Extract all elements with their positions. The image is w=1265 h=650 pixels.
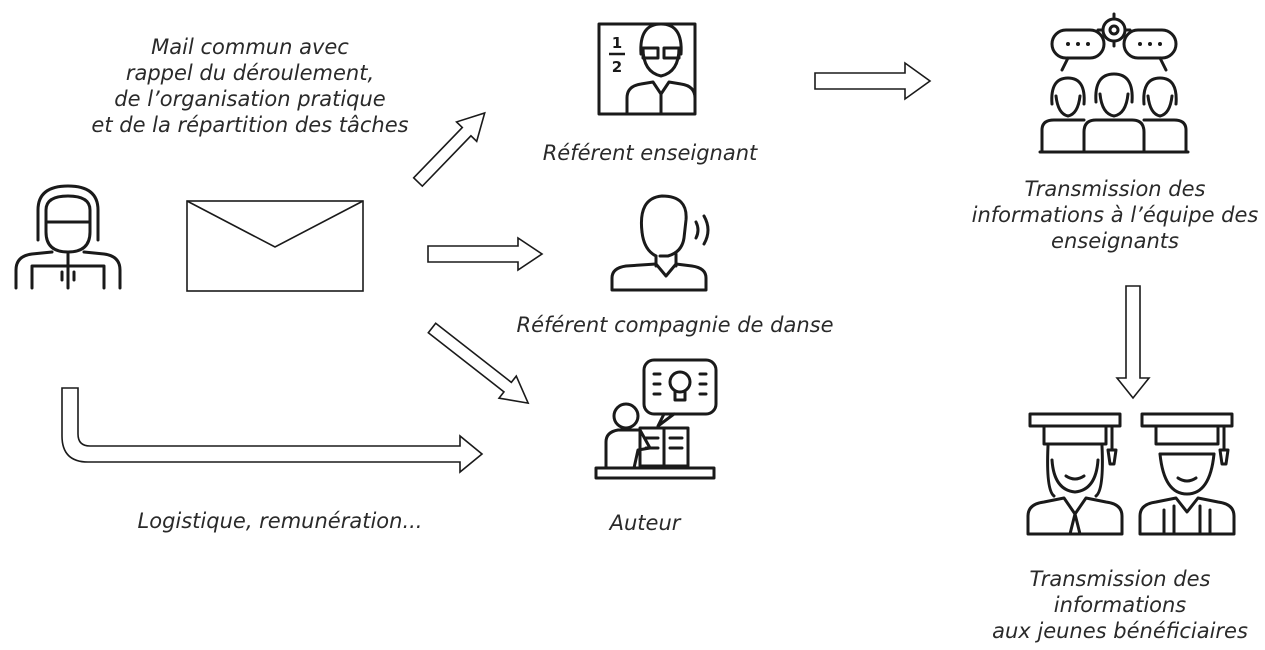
- transmission-jeunes-line-2: informations: [1053, 593, 1187, 617]
- label-referent-enseignant: Référent enseignant: [542, 141, 758, 165]
- label-transmission-equipe: Transmission des informations à l’équipe…: [950, 176, 1265, 254]
- person-with-document-icon: [12, 180, 124, 292]
- speaking-person-icon: [608, 192, 720, 292]
- transmission-jeunes-line-3: aux jeunes bénéficiaires: [992, 619, 1248, 643]
- arrow-to-dance-referent: [427, 236, 544, 272]
- mail-note: Mail commun avec rappel du déroulement, …: [80, 34, 420, 138]
- label-referent-compagnie: Référent compagnie de danse: [516, 313, 834, 337]
- transmission-equipe-line-1: Transmission des: [1024, 177, 1206, 201]
- transmission-equipe-line-2: informations à l’équipe des: [971, 203, 1259, 227]
- mail-note-line-2: rappel du déroulement,: [125, 61, 375, 85]
- arrow-to-teacher: [412, 111, 486, 188]
- label-auteur: Auteur: [609, 511, 681, 535]
- arrow-team-to-students: [1115, 285, 1151, 400]
- team-discussion-icon: [1038, 10, 1190, 158]
- mail-note-line-4: et de la répartition des tâches: [91, 113, 409, 137]
- arrow-logistique: [61, 387, 484, 474]
- mail-note-line-1: Mail commun avec: [151, 35, 349, 59]
- fraction-denominator: 2: [612, 58, 622, 76]
- graduates-icon: [1024, 410, 1238, 538]
- label-logistique: Logistique, remunération...: [137, 509, 423, 533]
- mail-note-line-3: de l’organisation pratique: [114, 87, 386, 111]
- author-with-idea-icon: [594, 358, 720, 482]
- envelope-icon: [186, 200, 364, 292]
- arrow-to-author: [427, 322, 530, 405]
- arrow-teacher-to-team: [814, 61, 932, 101]
- label-transmission-jeunes: Transmission des informations aux jeunes…: [960, 566, 1265, 644]
- transmission-jeunes-line-1: Transmission des: [1029, 567, 1211, 591]
- fraction-numerator: 1: [612, 34, 622, 52]
- teacher-with-board-icon: 1 2: [597, 18, 697, 118]
- transmission-equipe-line-3: enseignants: [1051, 229, 1179, 253]
